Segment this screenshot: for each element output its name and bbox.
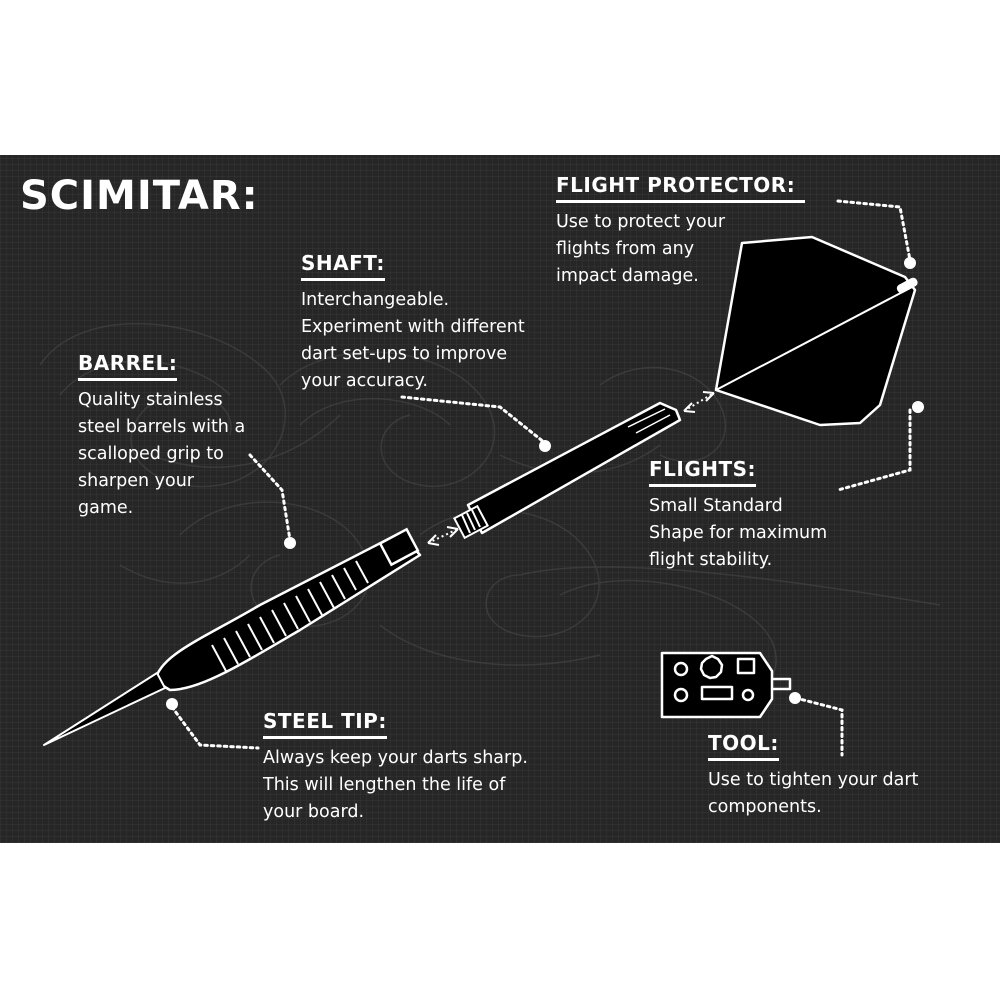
callout-heading: FLIGHT PROTECTOR: bbox=[556, 173, 806, 203]
shaft-thread bbox=[453, 504, 489, 540]
callout-description: Use to tighten your dart components. bbox=[708, 770, 919, 817]
callout-heading: FLIGHTS: bbox=[649, 457, 757, 487]
callout-description: Quality stainless steel barrels with a s… bbox=[78, 390, 246, 518]
callout-steel-tip: STEEL TIP: Always keep your darts sharp.… bbox=[263, 709, 528, 826]
callout-description: Always keep your darts sharp. This will … bbox=[263, 748, 528, 822]
dart-flight bbox=[714, 235, 918, 427]
callout-heading: BARREL: bbox=[78, 351, 178, 381]
callout-flight-protector: FLIGHT PROTECTOR: Use to protect your fl… bbox=[556, 173, 806, 290]
callout-description: Interchangeable. Experiment with differe… bbox=[301, 290, 525, 391]
callout-description: Small Standard Shape for maximum flight … bbox=[649, 496, 828, 570]
callout-heading: SHAFT: bbox=[301, 251, 385, 281]
infographic-panel: SCIMITAR: FLIGHT PROTECTOR: Use to prote… bbox=[0, 155, 1000, 843]
assembly-arrow-barrel-shaft bbox=[427, 526, 459, 546]
leader-line-dots bbox=[170, 199, 912, 757]
dart-illustration bbox=[39, 199, 941, 757]
page-title: SCIMITAR: bbox=[20, 173, 259, 219]
callout-description: Use to protect your flights from any imp… bbox=[556, 212, 726, 286]
callout-heading: STEEL TIP: bbox=[263, 709, 387, 739]
dart-steel-tip bbox=[43, 672, 166, 746]
dart-barrel bbox=[153, 527, 422, 692]
leader-line-endpoints bbox=[166, 257, 924, 710]
callout-flights: FLIGHTS: Small Standard Shape for maximu… bbox=[649, 457, 827, 574]
callout-tool: TOOL: Use to tighten your dart component… bbox=[708, 731, 918, 821]
flight-protector-part bbox=[896, 277, 918, 294]
dart-shaft bbox=[453, 401, 682, 540]
assembly-arrow-shaft-flight bbox=[683, 391, 715, 413]
callout-shaft: SHAFT: Interchangeable. Experiment with … bbox=[301, 251, 525, 395]
callout-barrel: BARREL: Quality stainless steel barrels … bbox=[78, 351, 245, 522]
dart-tool-icon bbox=[660, 651, 792, 719]
callout-heading: TOOL: bbox=[708, 731, 779, 761]
